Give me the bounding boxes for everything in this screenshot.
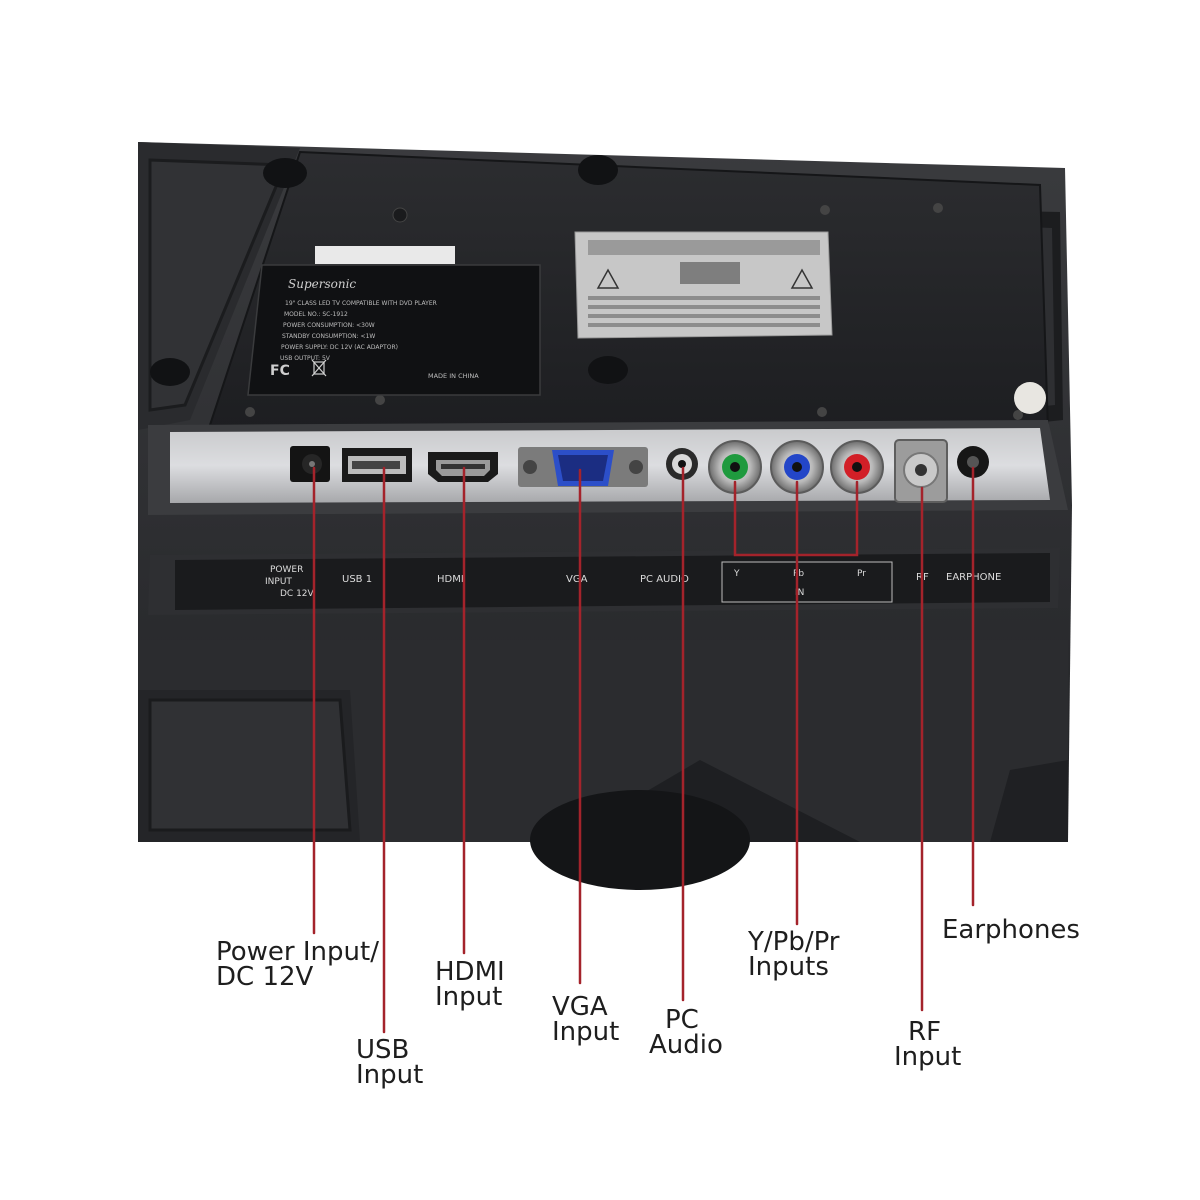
printed-label-in: IN xyxy=(795,588,804,598)
callout-power-input: Power Input/ DC 12V xyxy=(216,937,379,992)
screw-boss xyxy=(588,356,628,384)
screw xyxy=(820,205,830,215)
printed-label-pb: Pb xyxy=(793,569,804,579)
callout-rf-input: RF Input xyxy=(894,1017,962,1072)
rca-pr-jack[interactable] xyxy=(830,440,884,494)
callout-line: Power Input/ xyxy=(216,937,379,967)
sticker-line: 19" CLASS LED TV COMPATIBLE WITH DVD PLA… xyxy=(285,300,437,307)
round-sticker xyxy=(1014,382,1046,414)
screw xyxy=(245,407,255,417)
printed-label-y: Y xyxy=(733,569,740,579)
made-in-label: MADE IN CHINA xyxy=(428,372,479,380)
callout-hdmi-input: HDMI Input xyxy=(435,957,505,1012)
brand-logo: Supersonic xyxy=(288,277,356,291)
screw xyxy=(375,395,385,405)
power-jack[interactable] xyxy=(290,446,330,482)
callout-line: Audio xyxy=(649,1030,723,1060)
hdmi-port[interactable] xyxy=(428,452,498,482)
earphone-jack[interactable] xyxy=(957,446,989,478)
callout-line: VGA xyxy=(552,992,608,1022)
printed-label-power: INPUT xyxy=(265,577,292,587)
sticker-line: POWER CONSUMPTION: <30W xyxy=(283,322,375,329)
callout-line: RF xyxy=(908,1017,942,1047)
callout-pc-audio: PC Audio xyxy=(649,1005,723,1060)
spec-sticker: Supersonic 19" CLASS LED TV COMPATIBLE W… xyxy=(247,246,541,396)
leader-lines xyxy=(312,466,975,1034)
pc-audio-jack[interactable] xyxy=(666,448,698,480)
callout-line: Inputs xyxy=(748,952,829,982)
callout-line: PC xyxy=(665,1005,699,1035)
callout-vga-input: VGA Input xyxy=(552,992,620,1047)
callout-line: USB xyxy=(356,1035,410,1065)
vga-port[interactable] xyxy=(518,447,648,487)
printed-label-vga: VGA xyxy=(566,574,588,585)
callout-usb-input: USB Input xyxy=(356,1035,424,1090)
rca-y-jack[interactable] xyxy=(708,440,762,494)
printed-label-pr: Pr xyxy=(857,569,866,579)
printed-label-power: POWER xyxy=(270,565,303,575)
callout-line: Input xyxy=(435,982,503,1012)
printed-label-power: DC 12V xyxy=(280,589,315,599)
screw-boss xyxy=(578,155,618,185)
callout-line: DC 12V xyxy=(216,962,314,992)
printed-label-hdmi: HDMI xyxy=(437,574,464,585)
usb-port[interactable] xyxy=(342,448,412,482)
sticker-line: USB OUTPUT: 5V xyxy=(280,355,331,362)
callout-line: Input xyxy=(552,1017,620,1047)
callout-ypbpr-inputs: Y/Pb/Pr Inputs xyxy=(748,927,840,982)
callout-line: HDMI xyxy=(435,957,505,987)
port-label-strip: POWER INPUT DC 12V USB 1 HDMI VGA PC AUD… xyxy=(148,548,1060,615)
weee-bin-icon xyxy=(311,359,327,377)
warning-icon xyxy=(596,268,814,289)
printed-label-pc-audio: PC AUDIO xyxy=(640,574,689,585)
callout-line: Y/Pb/Pr xyxy=(748,927,840,957)
screw-boss xyxy=(150,358,190,386)
sticker-line: STANDBY CONSUMPTION: <1W xyxy=(282,333,375,340)
sticker-line: MODEL NO.: SC-1912 xyxy=(284,311,348,318)
screw xyxy=(933,203,943,213)
warning-sticker xyxy=(574,231,833,339)
callout-line: Input xyxy=(894,1042,962,1072)
sticker-line: POWER SUPPLY: DC 12V (AC ADAPTOR) xyxy=(281,344,398,351)
screw xyxy=(817,407,827,417)
callout-line: Earphones xyxy=(942,915,1080,945)
callout-line: Input xyxy=(356,1060,424,1090)
screw-boss xyxy=(263,158,307,188)
fcc-mark: FC xyxy=(270,363,290,379)
callout-earphones: Earphones xyxy=(942,915,1080,945)
screw xyxy=(1013,410,1023,420)
printed-label-usb: USB 1 xyxy=(342,574,372,585)
screw xyxy=(392,207,408,223)
